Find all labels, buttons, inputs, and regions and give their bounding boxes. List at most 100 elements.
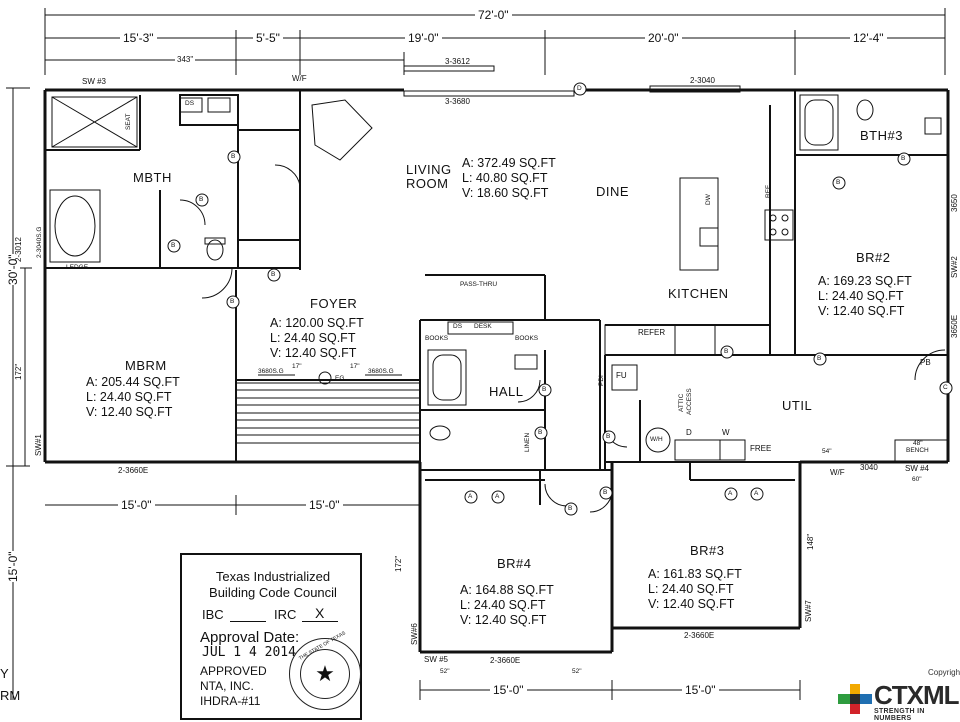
- edge-text-y: Y: [0, 666, 9, 681]
- room-label-util: UTIL: [782, 398, 813, 413]
- stamp-irc-blank: [302, 606, 338, 622]
- dim-54: 54": [822, 448, 832, 455]
- room-label-br3: BR#3: [690, 543, 725, 558]
- tag-b-4: B: [271, 271, 276, 278]
- label-seat: SEAT: [125, 113, 132, 131]
- sw-4: SW #4: [905, 464, 930, 473]
- window-3680: 3-3680: [445, 97, 470, 106]
- dim-343: 343": [175, 55, 196, 64]
- edge-text-rm: RM: [0, 688, 21, 703]
- label-attic-2: ACCESS: [686, 388, 693, 415]
- door-3680sg-a: 3680S.G: [258, 368, 284, 375]
- dim-top-5: 12'-4": [850, 31, 887, 45]
- tag-b-8: B: [724, 348, 729, 355]
- stamp-ibc: IBC: [202, 607, 224, 622]
- dim-17b: 17": [350, 363, 360, 370]
- stamp-irc: IRC: [274, 607, 297, 622]
- tag-a-4: A: [754, 490, 759, 497]
- dim-17a: 17": [292, 363, 302, 370]
- label-ds-mbth: DS: [185, 100, 195, 107]
- window-3660-br4: 2-3660E: [490, 656, 521, 665]
- dim-148-br3: 148": [806, 533, 815, 550]
- stamp-company: NTA, INC.: [200, 679, 254, 693]
- stamp-approved: APPROVED: [200, 664, 267, 678]
- tag-d-1: D: [577, 85, 582, 92]
- room-label-kitchen: KITCHEN: [668, 286, 729, 301]
- tag-b-11: B: [538, 429, 543, 436]
- logo-cross-icon: [838, 684, 872, 714]
- dim-top-3: 19'-0": [405, 31, 442, 45]
- sw-2: SW#2: [950, 256, 959, 278]
- window-3660-mbrm: 2-3660E: [118, 466, 149, 475]
- dim-mid-2: 15'-0": [306, 498, 343, 512]
- tag-a-1: A: [468, 493, 473, 500]
- stamp-line-1: Texas Industrialized: [215, 569, 331, 584]
- label-ledge: LEDGE: [66, 264, 89, 271]
- room-label-br4: BR#4: [497, 556, 532, 571]
- room-label-living-2: ROOM: [406, 176, 449, 191]
- tag-b-13: B: [603, 489, 608, 496]
- mbrm-light-spec: L: 24.40 SQ.FT: [86, 390, 172, 404]
- stamp-ibc-blank: [230, 606, 266, 622]
- stamp-date: JUL 1 4 2014: [202, 645, 296, 660]
- dim-top-1: 15'-3": [120, 31, 157, 45]
- br2-vent-spec: V: 12.40 SQ.FT: [818, 304, 905, 318]
- tag-b-6: B: [901, 155, 906, 162]
- label-fu: FU: [616, 371, 627, 380]
- label-eg: EG: [335, 375, 345, 382]
- door-tag-b: [227, 150, 241, 164]
- label-pdi: PDI: [598, 375, 605, 386]
- stamp-approval-label: Approval Date:: [200, 629, 300, 646]
- tag-c-1: C: [943, 384, 948, 391]
- dim-48: 48": [913, 440, 923, 447]
- label-dw: DW: [705, 194, 712, 205]
- room-label-br2: BR#2: [856, 250, 891, 265]
- br3-area-spec: A: 161.83 SQ.FT: [648, 567, 742, 581]
- tag-b-7: B: [836, 179, 841, 186]
- living-vent-spec: V: 18.60 SQ.FT: [462, 186, 549, 200]
- label-pb: PB: [920, 358, 931, 367]
- label-attic-1: ATTIC: [678, 393, 685, 412]
- dim-172-left: 172": [14, 363, 23, 380]
- tag-b-2: B: [199, 196, 204, 203]
- window-3650e: 3650E: [950, 314, 959, 338]
- wf-util: W/F: [830, 468, 845, 477]
- foyer-vent-spec: V: 12.40 SQ.FT: [270, 346, 357, 360]
- sw-7: SW#7: [804, 600, 813, 622]
- window-3012: 2-3012: [14, 237, 23, 262]
- logo-name: CTXML: [874, 680, 960, 710]
- label-books-a: BOOKS: [425, 335, 449, 342]
- label-bench: BENCH: [906, 447, 929, 454]
- mbrm-area-spec: A: 205.44 SQ.FT: [86, 375, 180, 389]
- br3-vent-spec: V: 12.40 SQ.FT: [648, 597, 735, 611]
- br4-area-spec: A: 164.88 SQ.FT: [460, 583, 554, 597]
- br4-light-spec: L: 24.40 SQ.FT: [460, 598, 546, 612]
- window-3612: 3-3612: [445, 57, 470, 66]
- room-label-mbrm: MBRM: [125, 358, 167, 373]
- mbrm-vent-spec: V: 12.40 SQ.FT: [86, 405, 173, 419]
- tag-b-9: B: [817, 355, 822, 362]
- texas-state-seal: THE STATE OF TEXAS ★: [289, 630, 361, 710]
- br2-area-spec: A: 169.23 SQ.FT: [818, 274, 912, 288]
- tag-b-10: B: [542, 386, 547, 393]
- logo-copyright: Copyright: [928, 668, 960, 677]
- dim-left-lower: 15'-0": [6, 551, 20, 582]
- label-washer: W: [722, 428, 730, 437]
- window-3040-util: 3040: [860, 463, 878, 472]
- label-linen: LINEN: [524, 432, 531, 452]
- living-area-spec: A: 372.49 SQ.FT: [462, 156, 556, 170]
- sw-6: SW#6: [410, 623, 419, 645]
- tag-a-2: A: [495, 493, 500, 500]
- room-label-dine: DINE: [596, 184, 630, 199]
- seal-inner: ★: [300, 649, 350, 699]
- label-books-b: BOOKS: [515, 335, 539, 342]
- stamp-ihdra: IHDRA-#11: [200, 694, 261, 708]
- br3-light-spec: L: 24.40 SQ.FT: [648, 582, 734, 596]
- tag-b-14: B: [568, 505, 573, 512]
- room-label-hall: HALL: [489, 384, 524, 399]
- stamp-line-2: Building Code Council: [209, 585, 337, 600]
- tag-b-12: B: [606, 433, 611, 440]
- window-3660-br3: 2-3660E: [684, 631, 715, 640]
- room-label-living-1: LIVING: [406, 162, 452, 177]
